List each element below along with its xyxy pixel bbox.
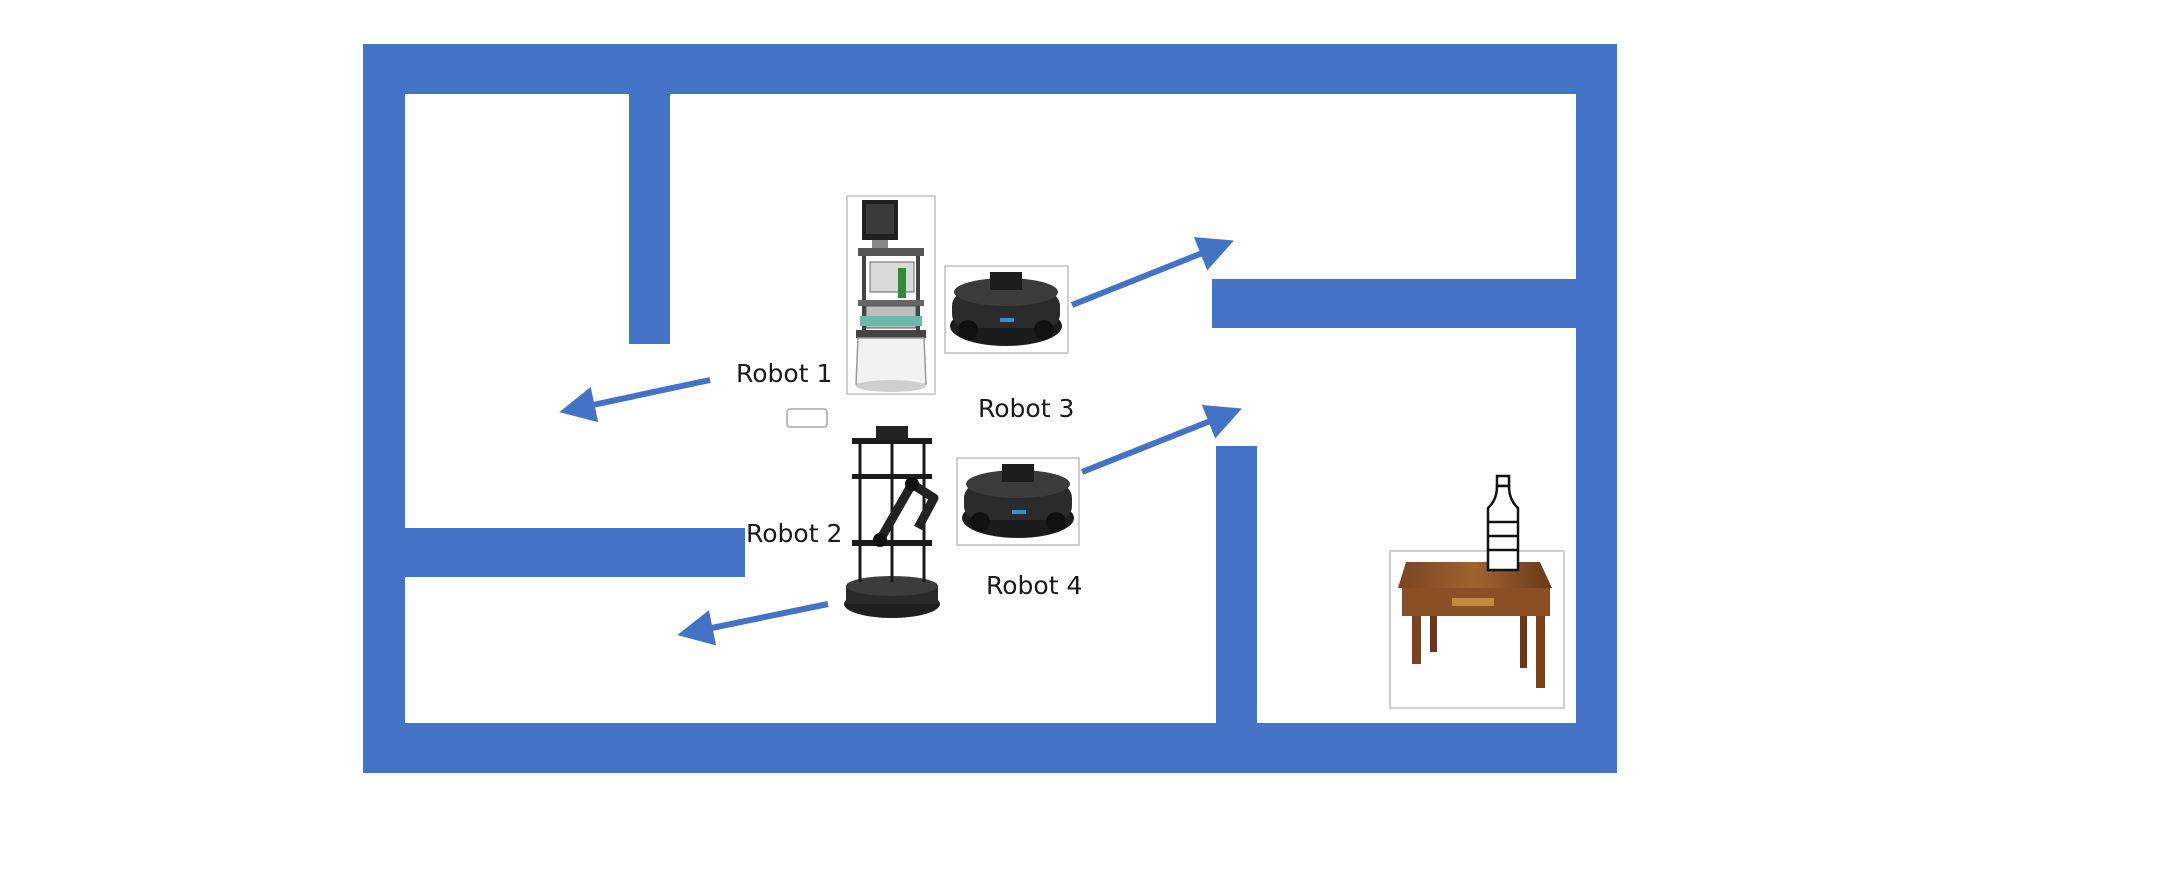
robot-4-arrow [1080, 405, 1242, 475]
top-wall [363, 44, 1617, 94]
water-bottle-icon [1486, 474, 1520, 572]
upper-right-partition [1212, 279, 1578, 328]
turtlebot-icon [962, 464, 1074, 538]
left-wall [363, 44, 405, 773]
robot-arm-base-icon [844, 426, 940, 618]
robot-2-arrow [677, 601, 829, 646]
table-with-bottle [1389, 474, 1565, 709]
robot-3-arrow [1070, 237, 1234, 308]
upper-left-partition [629, 62, 670, 344]
right-wall [1576, 44, 1617, 773]
lower-right-partition [1216, 446, 1257, 765]
robot-1-arrow [559, 377, 711, 423]
bottom-wall [363, 723, 1617, 773]
robot-1 [846, 195, 936, 395]
motion-arrows [559, 237, 1242, 646]
robot-3 [944, 265, 1069, 354]
robot-3-label: Robot 3 [978, 394, 1074, 423]
service-robot-tower-icon [855, 200, 927, 392]
robot-2 [844, 426, 940, 618]
robot-1-label: Robot 1 [736, 359, 832, 388]
robot-2-label: Robot 2 [746, 519, 842, 548]
walls [363, 44, 1617, 773]
turtlebot-icon [950, 272, 1062, 346]
robot-4-label: Robot 4 [986, 571, 1082, 600]
robot-4 [956, 457, 1080, 546]
mid-left-partition [381, 528, 745, 577]
empty-placeholder-box [786, 408, 828, 428]
